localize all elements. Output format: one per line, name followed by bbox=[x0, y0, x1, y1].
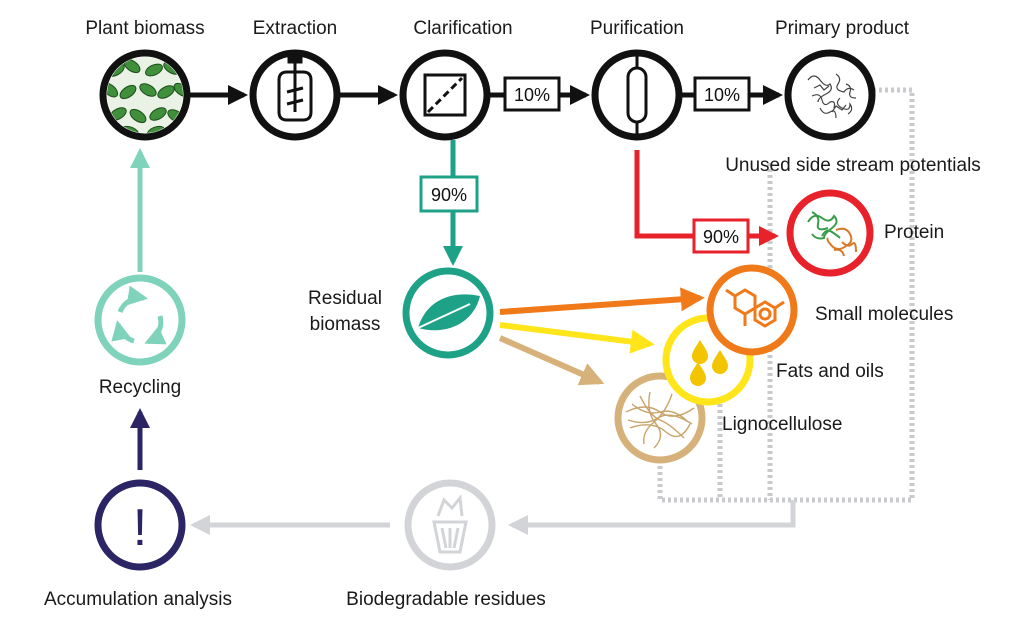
protein-label: Protein bbox=[884, 222, 944, 243]
leaf-icon bbox=[417, 294, 480, 331]
lignocellulose-label: Lignocellulose bbox=[722, 414, 842, 435]
pct-clarif-purif: 10% bbox=[514, 85, 550, 105]
column-icon bbox=[626, 56, 648, 134]
primary-product-node bbox=[784, 49, 876, 141]
recycling-node bbox=[94, 274, 186, 366]
exclamation-icon: ! bbox=[133, 499, 147, 557]
arrow-to-lignocellulose bbox=[498, 335, 605, 386]
small-molecules-label: Small molecules bbox=[815, 304, 953, 325]
clarification-to-residual-flow: 90% bbox=[419, 140, 479, 266]
accumulation-analysis-node: ! bbox=[94, 479, 186, 571]
lignocellulose-node bbox=[614, 372, 706, 464]
arrow-to-biodegradable bbox=[508, 500, 796, 535]
unused-side-stream-label: Unused side stream potentials bbox=[725, 155, 981, 176]
small-molecules-node bbox=[706, 264, 798, 356]
biodegradable-residues-node bbox=[404, 479, 496, 571]
recycle-icon bbox=[111, 285, 167, 345]
chemical-structure-icon bbox=[725, 288, 785, 328]
extraction-node bbox=[249, 49, 341, 141]
accumulation-analysis-label: Accumulation analysis bbox=[44, 589, 232, 610]
plant-biomass-node bbox=[99, 49, 191, 141]
pct-purif-primary: 10% bbox=[704, 85, 740, 105]
arrow-to-fats-oils bbox=[499, 322, 655, 354]
leaf-pattern-icon bbox=[107, 57, 183, 133]
arrow-to-small-molecules bbox=[499, 287, 705, 315]
fiber-icon bbox=[625, 391, 695, 449]
pct-box-clarif-purif: 10% bbox=[503, 76, 561, 112]
protein-structure-icon bbox=[807, 211, 857, 257]
residual-biomass-node bbox=[402, 267, 494, 359]
biodegradable-residues-label: Biodegradable residues bbox=[346, 589, 546, 610]
clarification-node bbox=[399, 49, 491, 141]
filter-icon bbox=[423, 73, 467, 117]
droplets-icon bbox=[690, 340, 728, 386]
extraction-label: Extraction bbox=[253, 18, 337, 39]
pct-clarif-residual: 90% bbox=[431, 185, 467, 205]
primary-product-label: Primary product bbox=[775, 18, 910, 39]
purification-node bbox=[591, 49, 683, 141]
purification-to-protein-flow: 90% bbox=[634, 150, 779, 254]
clarification-label: Clarification bbox=[413, 18, 512, 39]
recycling-label: Recycling bbox=[99, 377, 181, 398]
molecule-structure-icon bbox=[807, 73, 857, 119]
plant-biomass-label: Plant biomass bbox=[85, 18, 204, 39]
protein-node bbox=[786, 189, 874, 277]
pct-box-purif-primary: 10% bbox=[693, 76, 751, 112]
residual-biomass-label-1: Residual bbox=[308, 288, 382, 309]
purification-label: Purification bbox=[590, 18, 684, 39]
pct-purif-protein: 90% bbox=[703, 227, 739, 247]
fats-oils-label: Fats and oils bbox=[776, 361, 884, 382]
residual-outflows bbox=[498, 287, 705, 386]
reactor-icon bbox=[277, 54, 313, 122]
residual-biomass-label-2: biomass bbox=[310, 314, 381, 335]
trash-bin-icon bbox=[432, 494, 468, 554]
